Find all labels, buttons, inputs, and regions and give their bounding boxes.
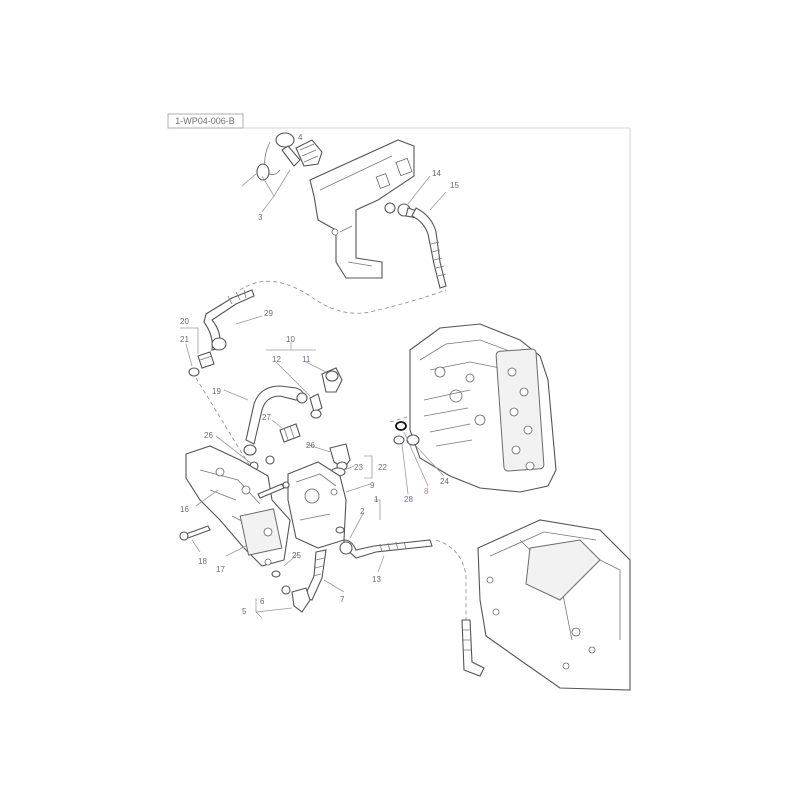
callout-10: 10 bbox=[286, 335, 295, 344]
seal-1 bbox=[335, 526, 345, 534]
callout-12: 12 bbox=[272, 355, 281, 364]
callout-26-right: 26 bbox=[306, 441, 315, 450]
elbow-6 bbox=[281, 585, 311, 613]
callout-2: 2 bbox=[360, 507, 365, 516]
reference-code: 1-WP04-006-B bbox=[175, 116, 235, 126]
callout-18: 18 bbox=[198, 557, 207, 566]
callout-16: 16 bbox=[180, 505, 189, 514]
valve-housing bbox=[409, 323, 557, 493]
reference-code-box: 1-WP04-006-B bbox=[167, 113, 244, 129]
mounting-bracket bbox=[309, 139, 415, 279]
fitting-12 bbox=[309, 393, 323, 419]
callout-22: 22 bbox=[378, 463, 387, 472]
callout-4: 4 bbox=[298, 133, 303, 142]
callout-25: 25 bbox=[292, 551, 301, 560]
callout-19: 19 bbox=[212, 387, 221, 396]
leader-lines bbox=[180, 169, 447, 619]
pipe-13 bbox=[339, 539, 433, 559]
seal-25 bbox=[271, 570, 281, 578]
callout-28: 28 bbox=[404, 495, 413, 504]
callout-9: 9 bbox=[370, 481, 375, 490]
callout-20: 20 bbox=[180, 317, 189, 326]
elbow-11 bbox=[321, 367, 343, 393]
banjo-fitting bbox=[384, 202, 421, 219]
callout-5: 5 bbox=[242, 607, 247, 616]
o-ring-28 bbox=[393, 435, 405, 445]
callout-24: 24 bbox=[440, 477, 449, 486]
bolt-16 bbox=[257, 481, 290, 499]
callout-29: 29 bbox=[264, 309, 273, 318]
quick-coupler-body bbox=[295, 139, 323, 167]
callout-3: 3 bbox=[258, 213, 263, 222]
o-ring-24 bbox=[406, 434, 420, 446]
callout-14: 14 bbox=[432, 169, 441, 178]
quick-coupler-cap bbox=[264, 132, 301, 175]
callout-21: 21 bbox=[180, 335, 189, 344]
callout-13: 13 bbox=[372, 575, 381, 584]
tube-19 bbox=[243, 385, 308, 456]
coupler-plug bbox=[256, 163, 270, 181]
pipe-29 bbox=[203, 289, 255, 351]
callout-23: 23 bbox=[354, 463, 363, 472]
callout-1: 1 bbox=[374, 495, 379, 504]
transmission-housing bbox=[477, 519, 631, 691]
union-27 bbox=[265, 423, 301, 465]
hose-7 bbox=[303, 549, 327, 601]
routing-path-upper bbox=[239, 280, 447, 314]
seal-21 bbox=[188, 367, 200, 377]
callout-labels: 4 3 14 15 29 20 21 10 12 11 19 27 26 26 … bbox=[180, 133, 459, 616]
valve-ports bbox=[434, 366, 535, 471]
callout-6: 6 bbox=[260, 597, 265, 606]
routing-path-lower bbox=[435, 539, 467, 620]
hose-15 bbox=[411, 207, 447, 289]
callout-26-left: 26 bbox=[204, 431, 213, 440]
callout-8: 8 bbox=[424, 487, 429, 496]
o-ring-8-highlighted bbox=[395, 421, 407, 431]
callout-27: 27 bbox=[262, 413, 271, 422]
callout-15: 15 bbox=[450, 181, 459, 190]
callout-17: 17 bbox=[216, 565, 225, 574]
fitting-20 bbox=[197, 351, 215, 369]
elbow-26-right bbox=[329, 443, 351, 471]
callout-7: 7 bbox=[340, 595, 345, 604]
lower-hose-fitting bbox=[461, 619, 485, 677]
callout-11: 11 bbox=[302, 355, 311, 364]
pump-cover-9 bbox=[287, 461, 347, 549]
bolt-18 bbox=[179, 525, 211, 541]
pump-body-17 bbox=[185, 445, 291, 567]
